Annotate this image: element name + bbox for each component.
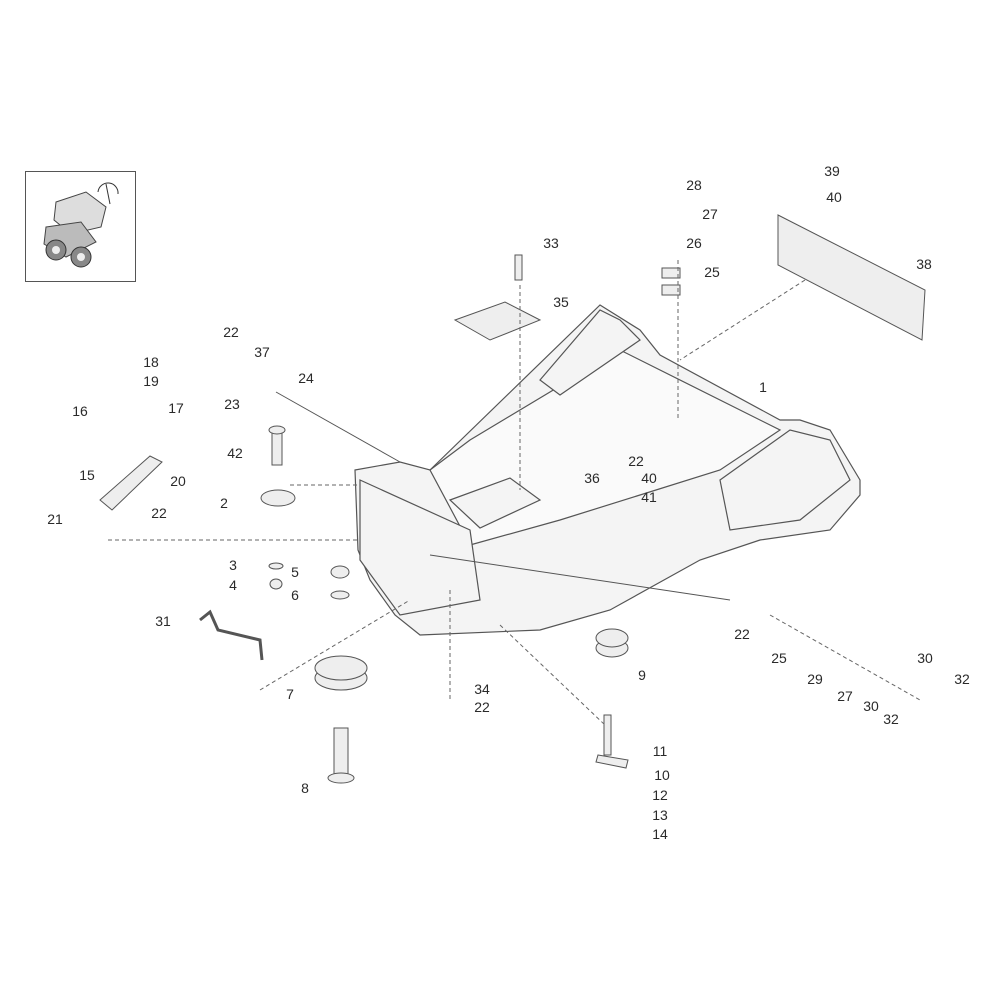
- callout-22: 22: [223, 324, 239, 340]
- pin-8: [333, 727, 349, 779]
- tube-31: [199, 609, 264, 661]
- callout-2: 2: [220, 495, 228, 511]
- callout-25: 25: [704, 264, 720, 280]
- callout-22: 22: [628, 453, 644, 469]
- callout-1: 1: [759, 379, 767, 395]
- assembly-lines: [108, 260, 921, 726]
- callout-5: 5: [291, 564, 299, 580]
- callout-14: 14: [652, 826, 668, 842]
- callout-9: 9: [638, 667, 646, 683]
- callout-33: 33: [543, 235, 559, 251]
- callout-23: 23: [224, 396, 240, 412]
- callout-32: 32: [954, 671, 970, 687]
- callout-27: 27: [837, 688, 853, 704]
- callout-10: 10: [654, 767, 670, 783]
- callout-11: 11: [652, 743, 668, 759]
- callout-22: 22: [734, 626, 750, 642]
- cover-plate-35: [453, 301, 542, 341]
- bushing-2: [260, 489, 296, 507]
- loose-parts: [99, 214, 926, 784]
- callout-39: 39: [824, 163, 840, 179]
- callout-16: 16: [72, 403, 88, 419]
- machine-overview-thumbnail: [25, 171, 136, 282]
- callout-7: 7: [286, 686, 294, 702]
- callout-40: 40: [826, 189, 842, 205]
- callout-18: 18: [143, 354, 159, 370]
- callout-38: 38: [916, 256, 932, 272]
- callout-42: 42: [227, 445, 243, 461]
- callout-40: 40: [641, 470, 657, 486]
- bracket-38: [777, 214, 926, 341]
- arm-15: [99, 455, 163, 511]
- callout-6: 6: [291, 587, 299, 603]
- callout-41: 41: [641, 489, 657, 505]
- callout-28: 28: [686, 177, 702, 193]
- callout-25: 25: [771, 650, 787, 666]
- callout-32: 32: [883, 711, 899, 727]
- callout-12: 12: [652, 787, 668, 803]
- callout-31: 31: [155, 613, 171, 629]
- callout-27: 27: [702, 206, 718, 222]
- callout-19: 19: [143, 373, 159, 389]
- callout-34: 34: [474, 681, 490, 697]
- callout-4: 4: [229, 577, 237, 593]
- callout-35: 35: [553, 294, 569, 310]
- callout-36: 36: [584, 470, 600, 486]
- callout-3: 3: [229, 557, 237, 573]
- callout-8: 8: [301, 780, 309, 796]
- callout-13: 13: [652, 807, 668, 823]
- callout-26: 26: [686, 235, 702, 251]
- callout-17: 17: [168, 400, 184, 416]
- callout-29: 29: [807, 671, 823, 687]
- callout-21: 21: [47, 511, 63, 527]
- callout-15: 15: [79, 467, 95, 483]
- callout-24: 24: [298, 370, 314, 386]
- pin-42: [271, 429, 283, 466]
- main-frame: [354, 304, 861, 636]
- callout-20: 20: [170, 473, 186, 489]
- callout-30: 30: [863, 698, 879, 714]
- callout-37: 37: [254, 344, 270, 360]
- callout-22: 22: [151, 505, 167, 521]
- callout-22: 22: [474, 699, 490, 715]
- callout-30: 30: [917, 650, 933, 666]
